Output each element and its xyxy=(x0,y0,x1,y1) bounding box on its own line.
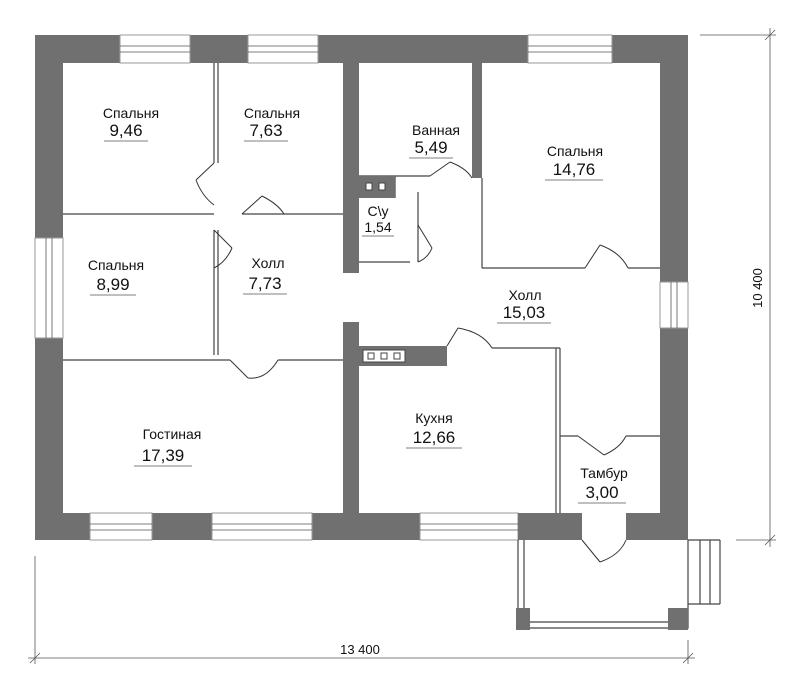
room-name: Холл xyxy=(252,255,285,271)
porch xyxy=(516,539,721,630)
partitions xyxy=(63,63,660,513)
room-bathroom: Ванная 5,49 xyxy=(409,122,460,159)
room-area: 7,63 xyxy=(249,121,282,140)
room-hall-2: Холл 15,03 xyxy=(497,287,551,324)
interior-walls xyxy=(343,63,582,540)
room-area: 17,39 xyxy=(142,446,185,465)
doors xyxy=(195,161,629,563)
room-area: 3,00 xyxy=(585,483,618,502)
room-bedroom-2: Спальня 7,63 xyxy=(244,105,300,142)
room-name: Ванная xyxy=(412,122,460,138)
room-name: Кухня xyxy=(415,410,452,426)
room-bedroom-4: Спальня 8,99 xyxy=(88,257,144,296)
room-area: 5,49 xyxy=(414,138,447,157)
wc-fixture-block xyxy=(359,176,395,198)
room-area: 8,99 xyxy=(96,275,129,294)
dimension-height xyxy=(700,28,776,547)
room-living-room: Гостиная 17,39 xyxy=(134,426,202,467)
fixtures xyxy=(359,176,406,363)
room-area: 12,66 xyxy=(413,428,456,447)
room-bedroom-3: Спальня 14,76 xyxy=(545,143,603,181)
room-vestibule: Тамбур 3,00 xyxy=(578,465,628,504)
room-name: Спальня xyxy=(88,257,144,273)
room-area: 9,46 xyxy=(109,121,142,140)
room-area: 14,76 xyxy=(553,160,596,179)
room-kitchen: Кухня 12,66 xyxy=(406,410,462,449)
room-hall-1: Холл 7,73 xyxy=(243,255,287,295)
room-wc: С\у 1,54 xyxy=(362,203,394,237)
room-area: 1,54 xyxy=(364,219,391,235)
room-area: 7,73 xyxy=(248,274,281,293)
dimension-width xyxy=(28,556,695,664)
room-name: С\у xyxy=(368,203,389,219)
room-bedroom-1: Спальня 9,46 xyxy=(103,105,159,142)
room-name: Тамбур xyxy=(580,465,628,481)
room-name: Спальня xyxy=(103,105,159,121)
dimension-width-label: 13 400 xyxy=(340,642,380,657)
windows xyxy=(34,34,689,541)
room-area: 15,03 xyxy=(503,303,546,322)
room-name: Спальня xyxy=(244,105,300,121)
dimension-height-label: 10 400 xyxy=(750,268,765,308)
room-name: Спальня xyxy=(547,143,603,159)
room-name: Холл xyxy=(509,287,542,303)
room-name: Гостиная xyxy=(143,426,202,442)
